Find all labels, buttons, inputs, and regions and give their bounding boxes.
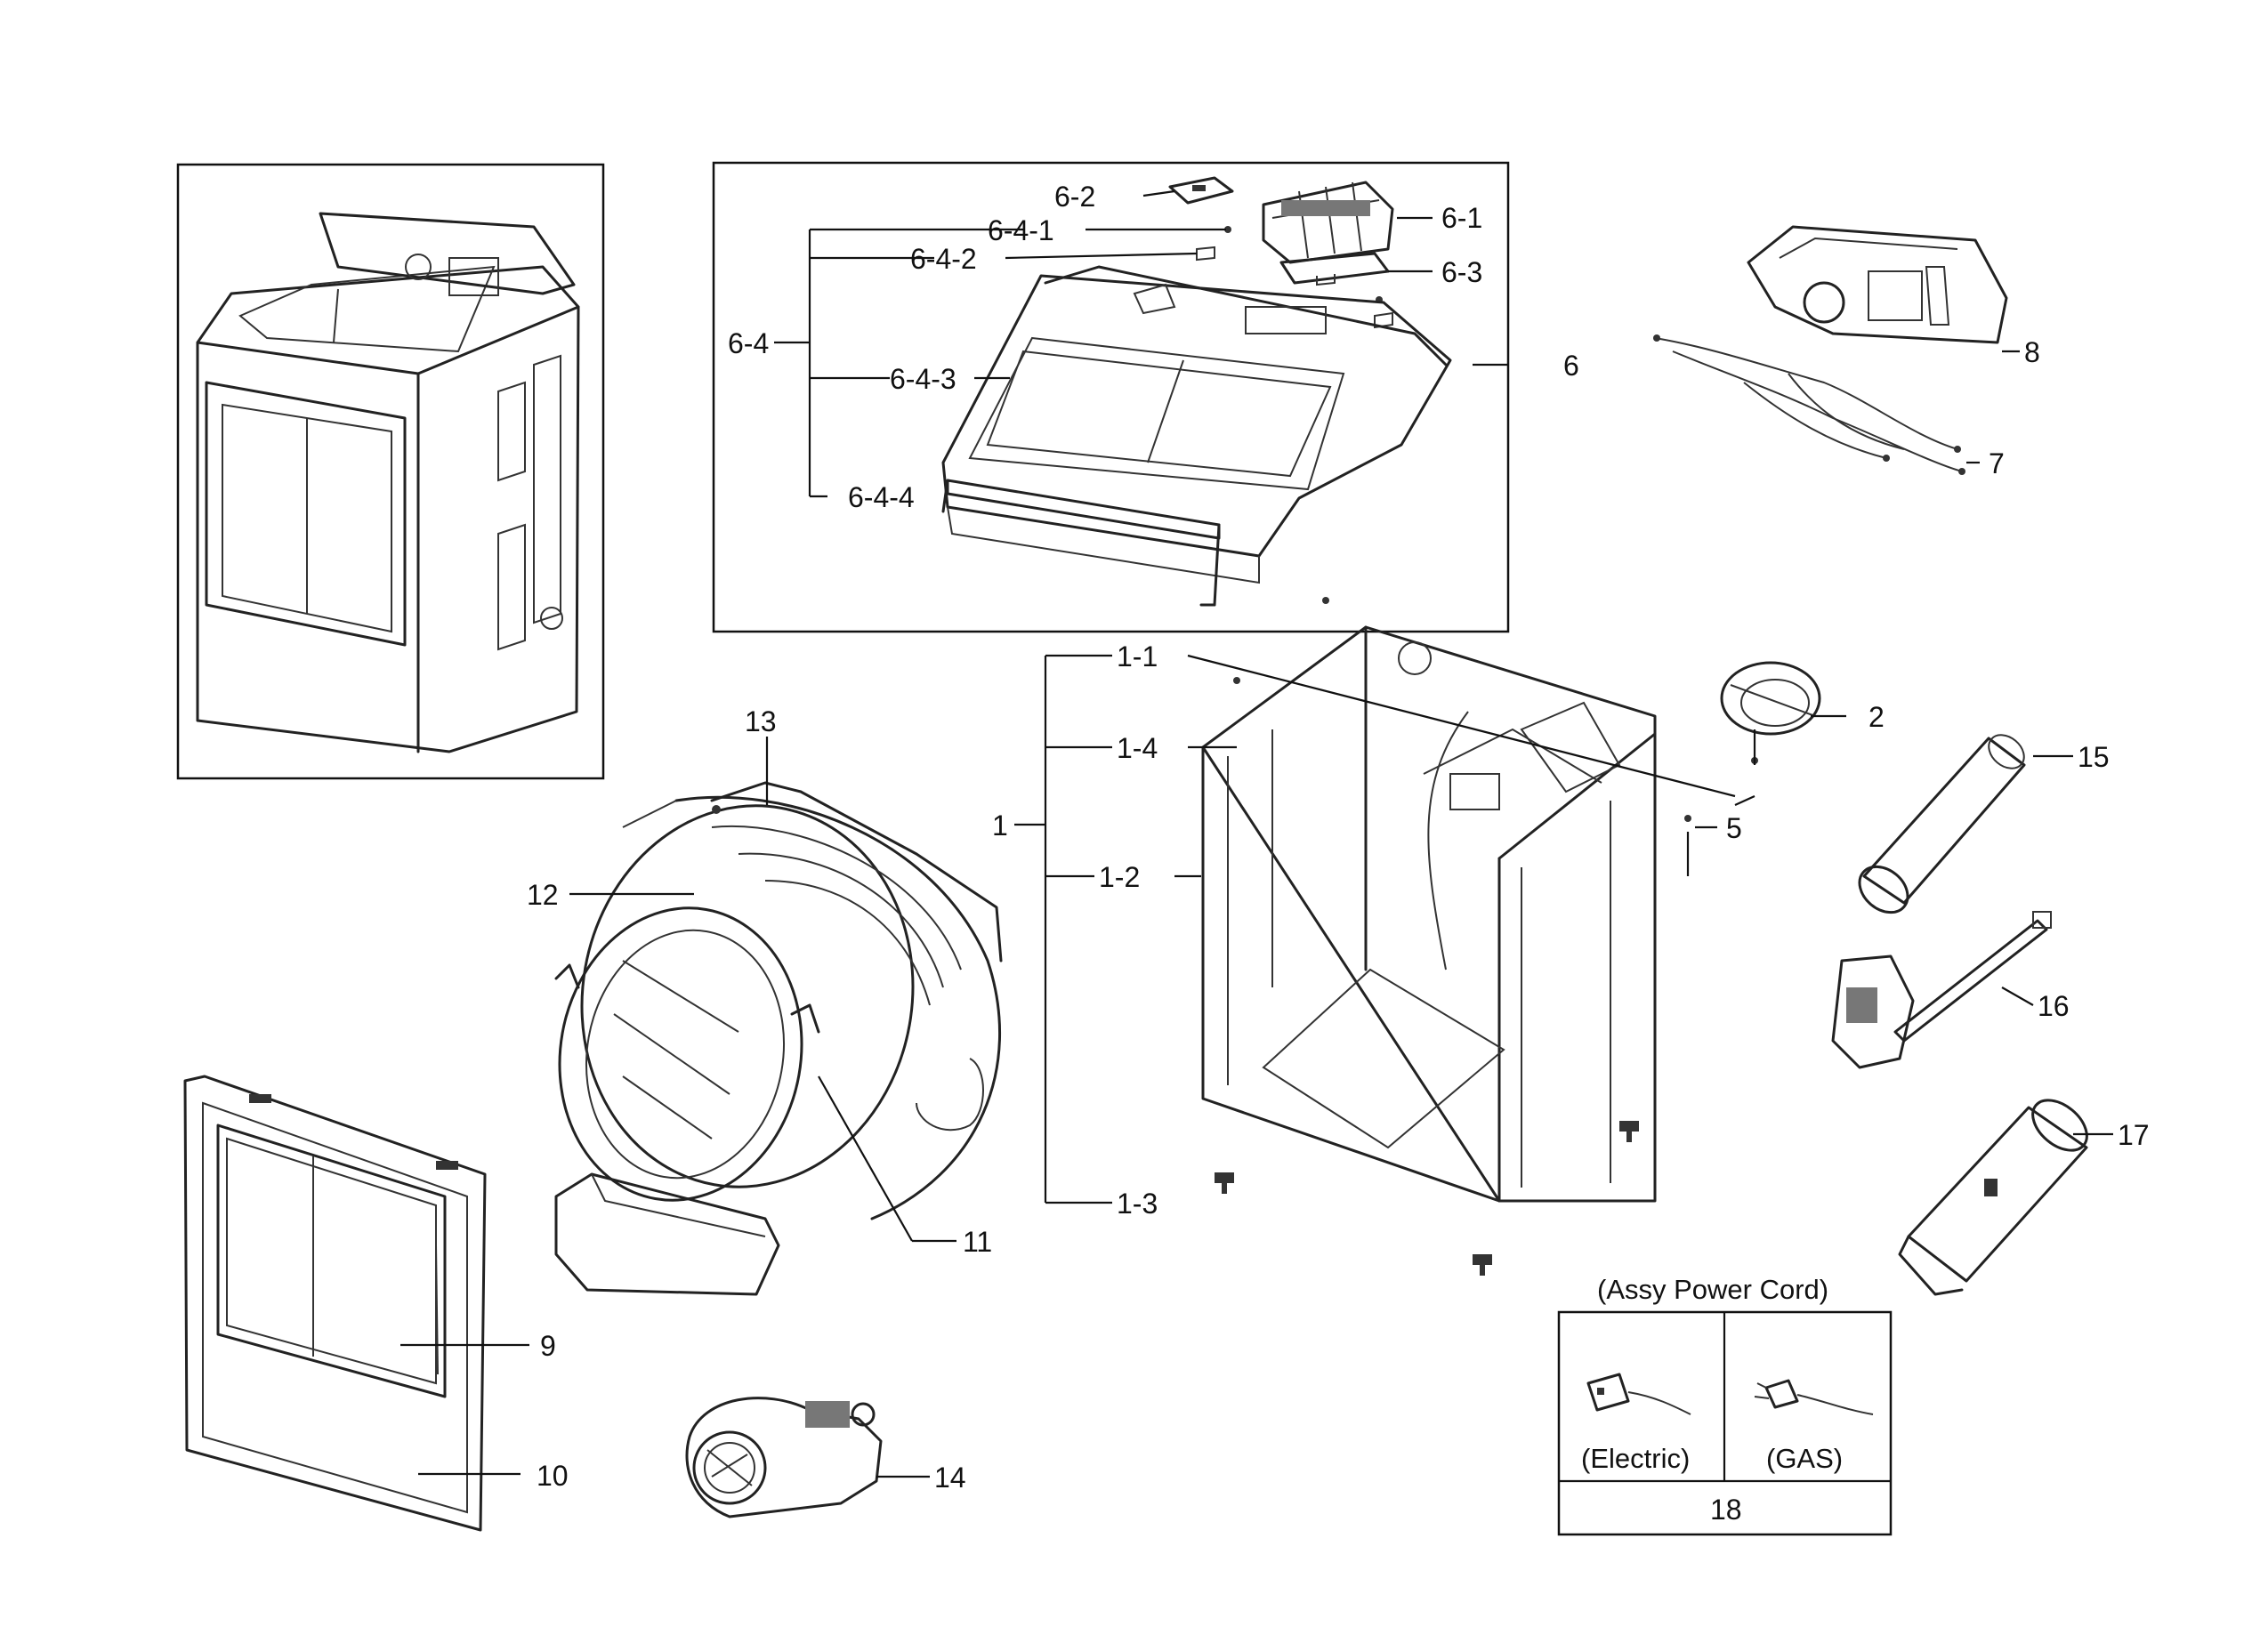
part-12-drum — [580, 795, 1001, 1220]
label-1-1: 1-1 — [1117, 640, 1158, 673]
part-16-thermostat-assembly — [1831, 911, 2052, 1069]
part-6-3-filter-cover — [1279, 252, 1390, 286]
label-1: 1 — [992, 809, 1008, 842]
label-11: 11 — [963, 1226, 992, 1258]
power-cord-gas-label: (GAS) — [1766, 1443, 1843, 1474]
part-17-burner-assembly — [1898, 1099, 2088, 1296]
label-1-3: 1-3 — [1117, 1188, 1158, 1220]
label-15: 15 — [2078, 741, 2110, 773]
label-17: 17 — [2118, 1119, 2150, 1151]
part-14-blower-housing — [685, 1397, 883, 1518]
power-cord-title: (Assy Power Cord) — [1597, 1274, 1828, 1305]
lint-duct — [554, 1172, 780, 1296]
label-6-4-3: 6-4-3 — [890, 363, 956, 395]
label-8: 8 — [2024, 336, 2040, 368]
label-6-4-2: 6-4-2 — [910, 243, 977, 275]
label-14: 14 — [934, 1462, 966, 1494]
power-cord-electric-label: (Electric) — [1581, 1443, 1690, 1474]
part-6-4-4-strip — [941, 479, 1221, 607]
label-6-1: 6-1 — [1441, 202, 1482, 234]
label-6-4: 6-4 — [728, 327, 769, 359]
label-2: 2 — [1868, 701, 1885, 733]
part-10-front-panel — [183, 1075, 487, 1532]
label-6: 6 — [1563, 350, 1579, 382]
label-18: 18 — [1710, 1494, 1742, 1526]
label-6-3: 6-3 — [1441, 256, 1482, 288]
leader-lines — [400, 189, 2113, 1478]
top-cover-assembly-box — [712, 161, 1510, 633]
label-9: 9 — [540, 1330, 556, 1362]
part-1-cabinet-frame — [1201, 597, 1758, 1276]
part-13-drum-bracket — [710, 781, 1003, 1132]
dryer-overview-inset — [176, 163, 605, 780]
part-6-1-lint-filter — [1262, 181, 1394, 264]
label-6-4-4: 6-4-4 — [848, 481, 915, 513]
label-6-4-1: 6-4-1 — [988, 214, 1054, 246]
label-10: 10 — [537, 1460, 569, 1492]
label-6-2: 6-2 — [1054, 181, 1095, 213]
part-11-drum-front — [554, 906, 820, 1202]
part-7-wire-harness — [1653, 334, 1965, 475]
part-15-exhaust-duct — [1858, 734, 2026, 914]
label-12: 12 — [527, 879, 559, 911]
label-1-4: 1-4 — [1117, 732, 1158, 764]
part-18-power-cord-box — [1557, 1310, 1893, 1536]
label-5: 5 — [1726, 812, 1742, 844]
gas-plug-icon — [1754, 1379, 1874, 1415]
label-1-2: 1-2 — [1099, 861, 1140, 893]
part-2-vent-cover — [1720, 661, 1821, 736]
label-7: 7 — [1989, 447, 2005, 479]
top-cover-panel — [941, 265, 1452, 584]
part-6-2-bracket — [1168, 176, 1234, 205]
electric-plug-icon — [1586, 1373, 1691, 1415]
label-16: 16 — [2038, 990, 2070, 1022]
part-labels: 6-2 6-1 6-4-1 6-4-2 6-3 6-4 6-4-3 6 6-4-… — [527, 181, 2150, 1526]
label-13: 13 — [745, 705, 777, 737]
part-8-control-panel — [1747, 225, 2008, 344]
